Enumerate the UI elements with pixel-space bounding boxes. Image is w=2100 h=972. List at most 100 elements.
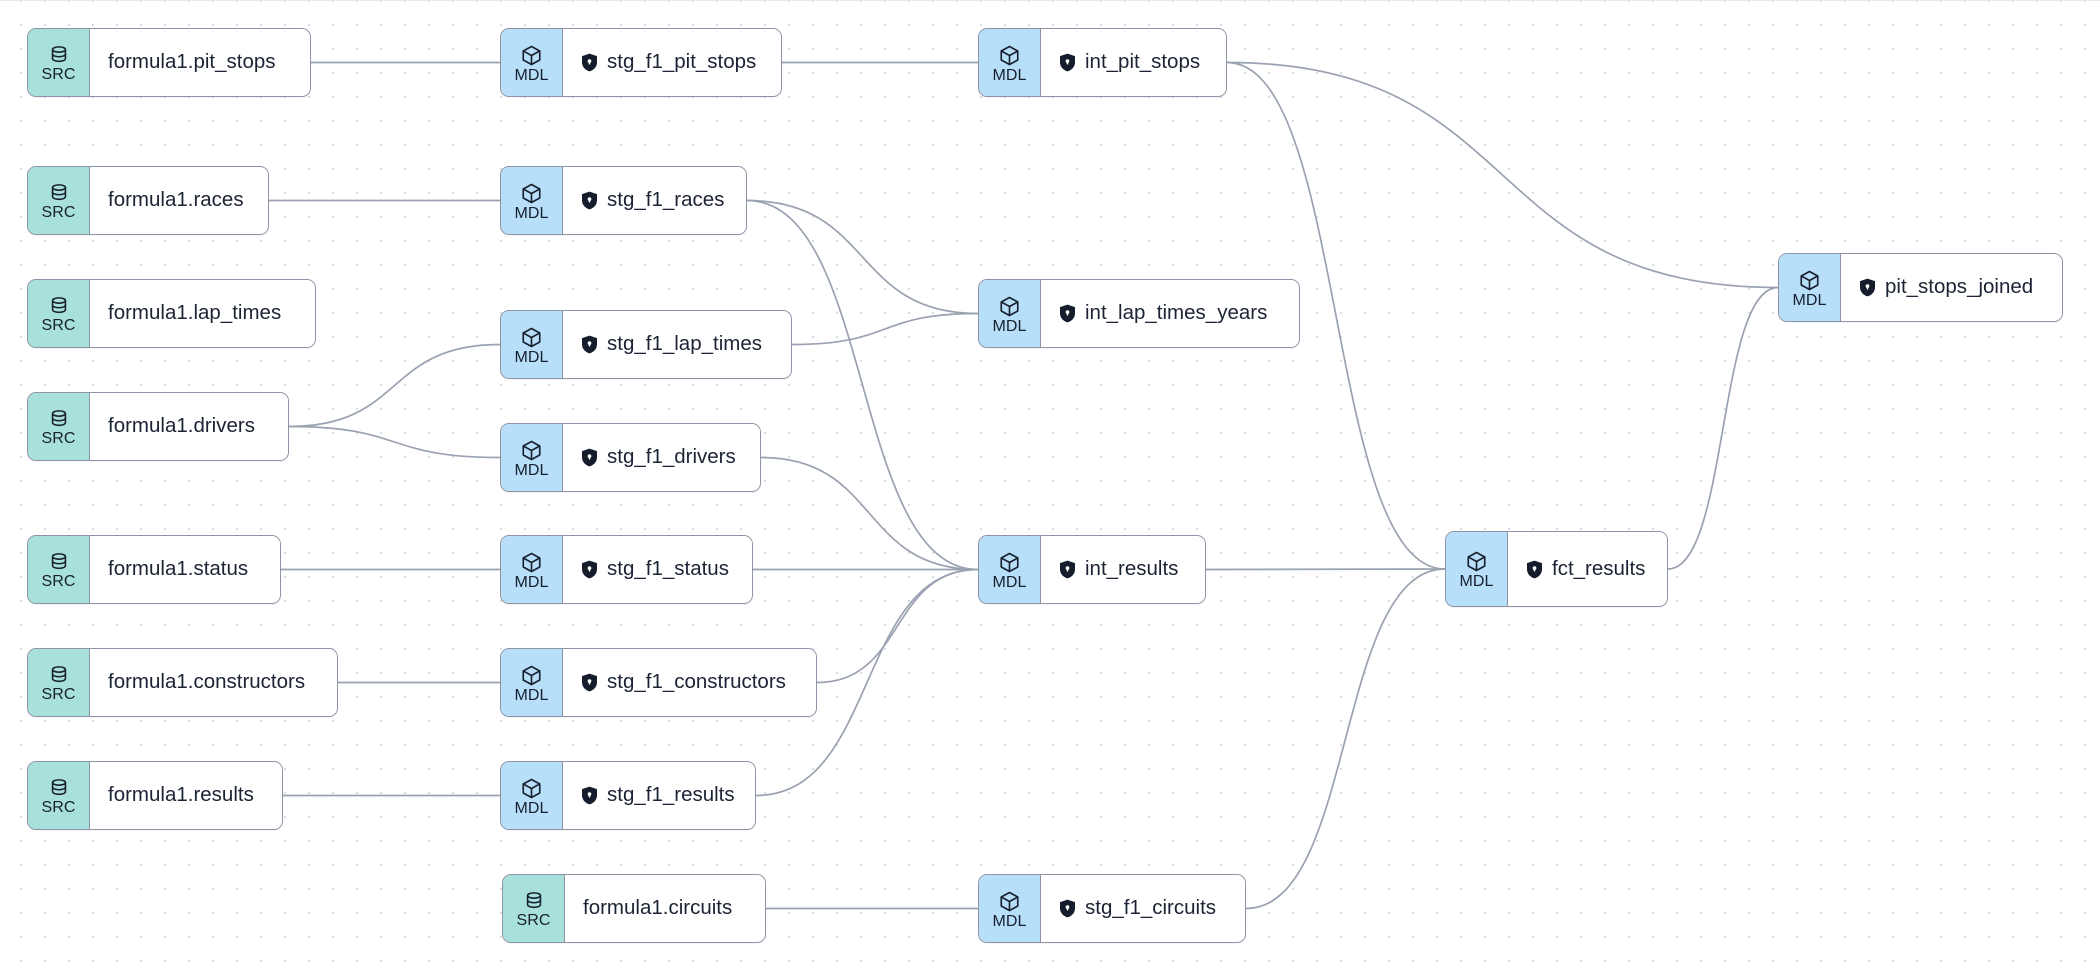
node-type-label: MDL: [514, 686, 549, 704]
node-body: formula1.results: [90, 762, 282, 829]
node-type-badge-src: SRC: [28, 29, 90, 96]
node-label: formula1.circuits: [583, 896, 733, 920]
node-type-badge-src: SRC: [28, 649, 90, 716]
node-type-badge-mdl: MDL: [979, 875, 1041, 942]
edge-fct_results-to-pit_stops_joined: [1667, 286, 1779, 570]
graph-node-src_constructors[interactable]: SRC formula1.constructors: [27, 648, 338, 717]
node-type-label: SRC: [41, 799, 76, 816]
cube-icon: [1798, 269, 1821, 292]
edge-stg_circuits-to-fct_results: [1245, 568, 1446, 910]
cube-icon: [998, 295, 1021, 318]
shield-lock-icon: [1059, 304, 1076, 323]
graph-node-src_status[interactable]: SRC formula1.status: [27, 535, 281, 604]
cube-icon: [520, 777, 543, 800]
cube-icon: [520, 439, 543, 462]
node-body: stg_f1_drivers: [563, 424, 760, 491]
node-label: stg_f1_constructors: [607, 670, 786, 694]
edge-stg_drivers-to-int_results: [760, 456, 979, 571]
node-label: pit_stops_joined: [1885, 275, 2034, 299]
node-type-badge-mdl: MDL: [1779, 254, 1841, 321]
edge-src_drivers-to-stg_lap_times: [288, 343, 501, 428]
graph-node-src_circuits[interactable]: SRC formula1.circuits: [502, 874, 766, 943]
node-body: formula1.pit_stops: [90, 29, 310, 96]
shield-lock-icon: [581, 560, 598, 579]
node-type-label: MDL: [514, 204, 549, 222]
node-type-label: MDL: [1459, 573, 1494, 590]
graph-node-src_results[interactable]: SRC formula1.results: [27, 761, 283, 830]
node-type-badge-mdl: MDL: [979, 280, 1041, 347]
database-icon: [48, 408, 70, 430]
node-type-badge-mdl: MDL: [979, 29, 1041, 96]
edge-stg_constructors-to-int_results: [816, 568, 979, 684]
shield-lock-icon: [581, 335, 598, 354]
graph-node-src_drivers[interactable]: SRC formula1.drivers: [27, 392, 289, 461]
cube-icon: [520, 326, 543, 349]
node-label: formula1.drivers: [108, 414, 255, 438]
edge-stg_lap_times-to-int_lap_times_years: [791, 312, 979, 346]
node-type-badge-mdl: MDL: [501, 649, 563, 716]
graph-node-int_lap_times_years[interactable]: MDL int_lap_times_years: [978, 279, 1300, 348]
node-label: stg_f1_status: [607, 557, 729, 581]
node-type-label: MDL: [514, 66, 549, 84]
shield-lock-icon: [581, 191, 598, 210]
database-icon: [48, 777, 70, 799]
canvas-top-divider: [0, 0, 2100, 1]
edge-src_drivers-to-stg_drivers: [288, 425, 501, 459]
graph-node-fct_results[interactable]: MDL fct_results: [1445, 531, 1668, 607]
node-label: fct_results: [1552, 556, 1646, 580]
node-label: formula1.races: [108, 188, 244, 212]
shield-lock-icon: [581, 448, 598, 467]
node-body: stg_f1_status: [563, 536, 752, 603]
cube-icon: [1465, 550, 1488, 573]
node-label: int_lap_times_years: [1085, 301, 1268, 325]
graph-node-src_lap_times[interactable]: SRC formula1.lap_times: [27, 279, 316, 348]
node-type-badge-src: SRC: [503, 875, 565, 942]
node-type-badge-src: SRC: [28, 762, 90, 829]
node-type-badge-src: SRC: [28, 280, 90, 347]
node-label: int_pit_stops: [1085, 50, 1201, 74]
node-body: pit_stops_joined: [1841, 254, 2062, 321]
node-type-label: SRC: [41, 686, 76, 703]
graph-node-src_pit_stops[interactable]: SRC formula1.pit_stops: [27, 28, 311, 97]
node-type-label: SRC: [41, 573, 76, 590]
node-body: stg_f1_results: [563, 762, 755, 829]
node-label: formula1.status: [108, 557, 249, 581]
edge-stg_races-to-int_lap_times_years: [746, 199, 979, 315]
node-label: int_results: [1085, 557, 1179, 581]
node-label: stg_f1_lap_times: [607, 332, 762, 356]
node-label: formula1.pit_stops: [108, 50, 276, 74]
shield-lock-icon: [1526, 560, 1543, 579]
cube-icon: [998, 551, 1021, 574]
node-type-label: SRC: [41, 317, 76, 334]
node-label: stg_f1_pit_stops: [607, 50, 757, 74]
node-type-label: MDL: [1792, 291, 1827, 309]
database-icon: [48, 295, 70, 317]
edge-int_results-to-fct_results: [1205, 568, 1446, 571]
node-type-label: MDL: [514, 348, 549, 366]
node-body: formula1.circuits: [565, 875, 765, 942]
graph-node-int_pit_stops[interactable]: MDL int_pit_stops: [978, 28, 1227, 97]
node-body: formula1.drivers: [90, 393, 288, 460]
graph-node-stg_pit_stops[interactable]: MDL stg_f1_pit_stops: [500, 28, 782, 97]
edge-stg_races-to-int_results: [746, 199, 979, 571]
graph-node-stg_lap_times[interactable]: MDL stg_f1_lap_times: [500, 310, 792, 379]
node-body: stg_f1_circuits: [1041, 875, 1245, 942]
database-icon: [48, 44, 70, 66]
graph-node-stg_constructors[interactable]: MDL stg_f1_constructors: [500, 648, 817, 717]
node-label: stg_f1_drivers: [607, 445, 736, 469]
shield-lock-icon: [581, 53, 598, 72]
node-body: formula1.constructors: [90, 649, 337, 716]
graph-node-pit_stops_joined[interactable]: MDL pit_stops_joined: [1778, 253, 2063, 322]
node-type-label: SRC: [41, 430, 76, 447]
edge-int_pit_stops-to-pit_stops_joined: [1226, 61, 1779, 289]
node-body: formula1.lap_times: [90, 280, 315, 347]
